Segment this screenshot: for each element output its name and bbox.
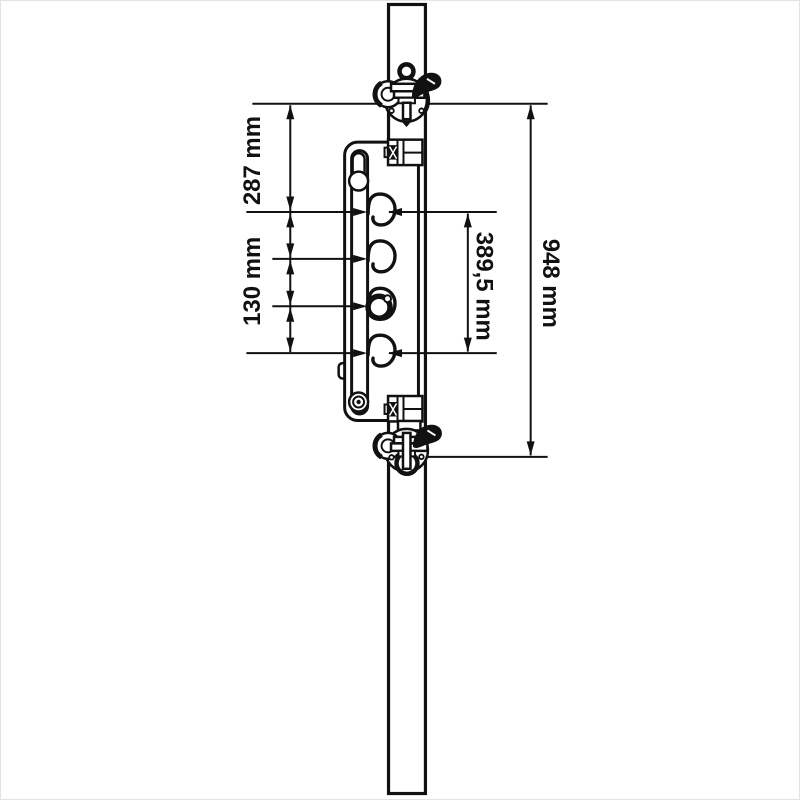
dim-label-948: 948 mm	[537, 239, 564, 328]
arrow-down-130c	[286, 337, 295, 352]
block-bolt-cross	[388, 403, 398, 416]
arrow-up-130c	[286, 307, 295, 322]
hook-4	[366, 333, 397, 368]
rail-bolt-center	[356, 399, 361, 405]
bottom-clamp-lever	[412, 424, 442, 448]
arrow-down-389	[463, 337, 472, 352]
dimension-arrows	[286, 105, 535, 456]
bottom-clamp-bolt-right	[418, 453, 425, 461]
block-bolt-cross	[388, 146, 398, 159]
arrow-right-hook1	[353, 207, 368, 216]
top-clamp-eyelet	[397, 62, 416, 81]
top-pole-clamp	[372, 62, 442, 128]
top-clamp-washer-rim	[372, 80, 383, 108]
slide-rail	[347, 149, 370, 416]
arrow-down-287	[286, 196, 295, 211]
arrow-right-hook3	[353, 302, 368, 311]
arrow-up-389	[463, 213, 472, 228]
lock-ring-pin	[383, 294, 393, 304]
arrow-up-130a	[286, 213, 295, 228]
dim-label-389-5: 389,5 mm	[470, 232, 497, 341]
hook-2	[366, 239, 397, 274]
top-clamp-bolt-left	[388, 107, 395, 114]
arrow-right-hook4	[353, 349, 368, 358]
mounting-block-bottom	[383, 394, 424, 423]
arrow-left-hook4	[388, 349, 402, 358]
bottom-clamp-washer-rim	[372, 432, 383, 460]
top-clamp-lever	[411, 72, 442, 98]
top-clamp-tbolt-stem	[401, 101, 412, 121]
top-clamp-bolt-right	[418, 107, 425, 114]
hook-1	[366, 192, 397, 227]
slide-rail-bar	[350, 149, 370, 416]
arrow-up-948	[526, 105, 535, 120]
arrow-down-130b	[286, 290, 295, 305]
rail-keyhole-hole	[347, 170, 370, 192]
arrow-up-130b	[286, 260, 295, 275]
mounting-block-top	[383, 138, 424, 167]
top-clamp-notch	[401, 121, 412, 128]
bottom-clamp-bolt-left	[388, 454, 395, 461]
top-clamp-lever-slit	[426, 77, 436, 85]
bottom-clamp-tbolt-stem	[401, 431, 412, 471]
arrow-up-287	[286, 105, 295, 120]
arrow-down-948	[526, 441, 535, 456]
dim-label-130: 130 mm	[239, 237, 266, 326]
arrow-left-hook1	[388, 207, 402, 216]
arrow-right-hook2	[353, 254, 368, 263]
bottom-clamp-lever-slit	[426, 429, 436, 437]
arrow-down-130a	[286, 243, 295, 258]
bottom-pole-clamp	[372, 419, 442, 477]
dim-label-287: 287 mm	[239, 116, 266, 205]
